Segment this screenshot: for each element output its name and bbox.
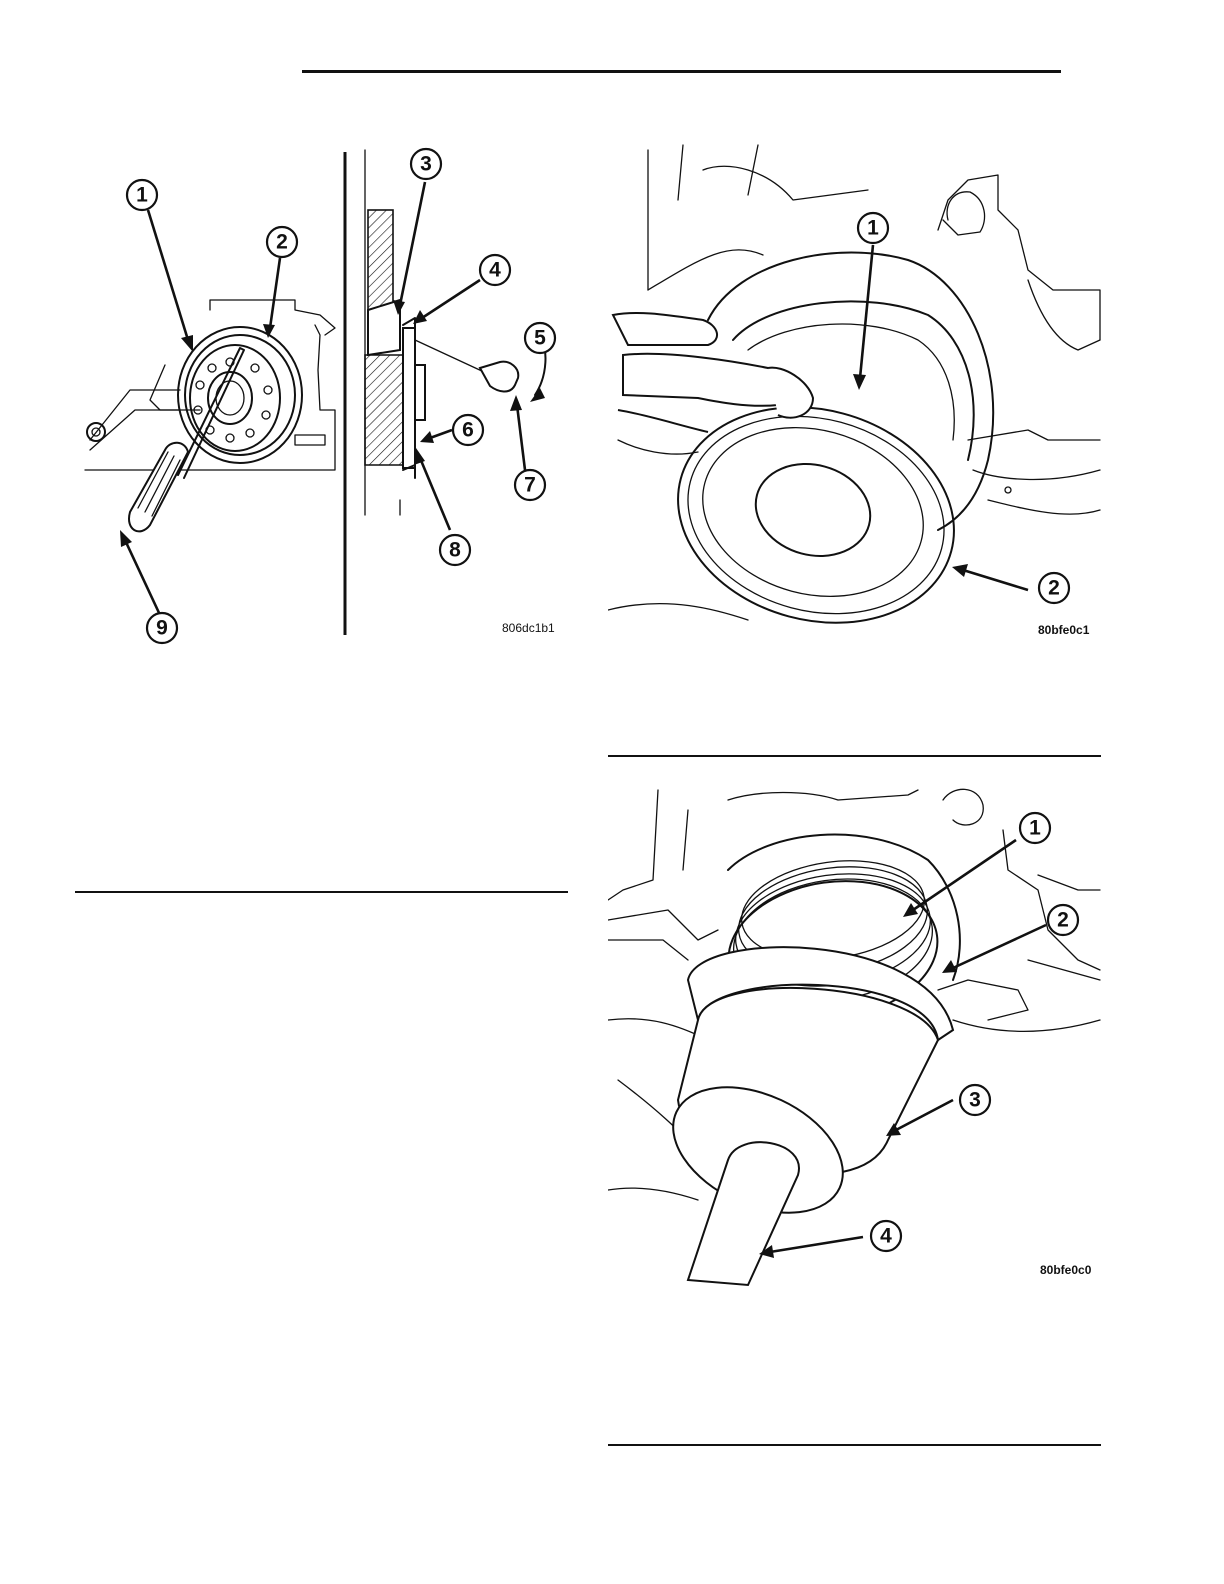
svg-text:6: 6	[462, 419, 474, 442]
figure-seal-removal: 1 2 3 4 5 6 7 8 9 806dc1b1	[70, 140, 590, 650]
svg-text:1: 1	[1029, 817, 1041, 840]
seal-position-illustration	[608, 145, 1100, 650]
callout-4: 4	[480, 255, 510, 285]
callout-2: 2	[1039, 573, 1069, 603]
svg-text:7: 7	[524, 474, 536, 497]
callout-2: 2	[267, 227, 297, 257]
svg-text:4: 4	[489, 259, 501, 282]
figure-seal-install-tool: 1 2 3 4 80bfe0c0	[608, 780, 1108, 1290]
callout-1: 1	[858, 213, 888, 243]
figure-code: 80bfe0c1	[1038, 623, 1090, 637]
callout-9: 9	[147, 613, 177, 643]
header-rule	[302, 70, 1061, 73]
callout-arrows	[853, 245, 1028, 590]
svg-text:1: 1	[867, 217, 879, 240]
callout-3: 3	[411, 149, 441, 179]
svg-text:1: 1	[136, 184, 148, 207]
callout-2: 2	[1048, 905, 1078, 935]
left-section-rule	[75, 891, 568, 893]
callout-8: 8	[440, 535, 470, 565]
figure-code: 80bfe0c0	[1040, 1263, 1092, 1277]
right-section-rule	[608, 755, 1101, 757]
engine-block-illustration	[85, 300, 335, 531]
callout-3: 3	[960, 1085, 990, 1115]
svg-text:5: 5	[534, 327, 546, 350]
callout-7: 7	[515, 470, 545, 500]
svg-text:2: 2	[1048, 577, 1060, 600]
svg-text:3: 3	[969, 1089, 981, 1112]
svg-text:2: 2	[276, 231, 288, 254]
svg-text:8: 8	[449, 539, 461, 562]
callout-1: 1	[1020, 813, 1050, 843]
callout-4: 4	[871, 1221, 901, 1251]
install-tool-illustration	[608, 789, 1100, 1285]
cross-section-illustration	[365, 150, 545, 515]
figure-code: 806dc1b1	[502, 621, 555, 635]
callout-1: 1	[127, 180, 157, 210]
callout-5: 5	[525, 323, 555, 353]
callout-6: 6	[453, 415, 483, 445]
svg-text:2: 2	[1057, 909, 1069, 932]
svg-text:3: 3	[420, 153, 432, 176]
svg-text:4: 4	[880, 1225, 892, 1248]
svg-text:9: 9	[156, 617, 168, 640]
bottom-section-rule	[608, 1444, 1101, 1446]
figure-seal-position: 1 2 80bfe0c1	[608, 140, 1108, 650]
